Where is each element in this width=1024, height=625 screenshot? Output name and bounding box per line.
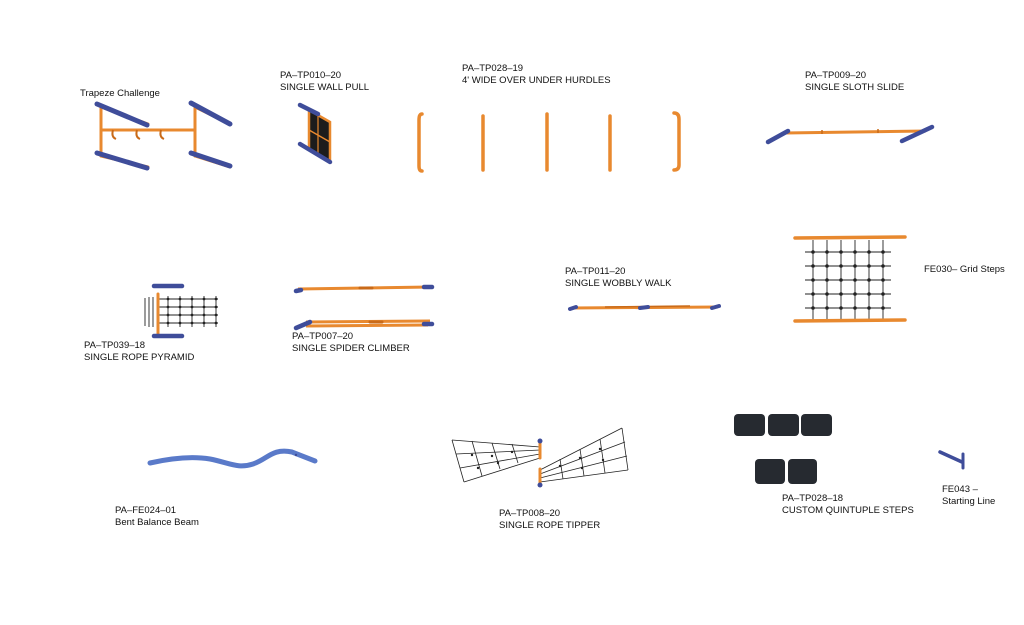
component-name: SINGLE SLOTH SLIDE <box>805 82 905 93</box>
label-grid-steps: FE030– Grid Steps <box>924 264 1005 276</box>
label-single-wobbly-walk: PA–TP011–20 SINGLE WOBBLY WALK <box>565 266 671 290</box>
component-name: 4' WIDE OVER UNDER HURDLES <box>462 75 611 86</box>
component-code: PA–TP011–20 <box>565 266 626 277</box>
custom-quintuple-steps-drawing <box>734 414 832 484</box>
component-code: PA–TP008–20 <box>499 508 561 519</box>
component-name: CUSTOM QUINTUPLE STEPS <box>782 505 914 516</box>
component-code: FE043 – <box>942 484 978 495</box>
single-rope-pyramid-drawing <box>144 283 218 339</box>
label-single-rope-pyramid: PA–TP039–18 SINGLE ROPE PYRAMID <box>84 340 194 364</box>
component-name: Starting Line <box>942 496 996 507</box>
grid-steps-drawing <box>793 235 907 323</box>
component-name: SINGLE ROPE TIPPER <box>499 520 601 531</box>
component-code: PA–FE024–01 <box>115 505 177 516</box>
trapeze-challenge-drawing <box>94 100 233 171</box>
single-sloth-slide-drawing <box>765 124 935 145</box>
component-name: Trapeze Challenge <box>80 88 160 99</box>
component-name: SINGLE ROPE PYRAMID <box>84 352 195 363</box>
label-trapeze-challenge: Trapeze Challenge <box>80 88 160 100</box>
single-rope-tipper-drawing <box>451 427 629 488</box>
component-name: SINGLE SPIDER CLIMBER <box>292 343 410 354</box>
component-code: PA–TP028–19 <box>462 63 524 74</box>
label-single-wall-pull: PA–TP010–20 SINGLE WALL PULL <box>280 70 369 94</box>
single-wobbly-walk-drawing <box>568 304 721 311</box>
component-code: PA–TP028–18 <box>782 493 844 504</box>
component-code: PA–TP009–20 <box>805 70 867 81</box>
label-custom-quintuple-steps: PA–TP028–18 CUSTOM QUINTUPLE STEPS <box>782 493 914 517</box>
component-name: Bent Balance Beam <box>115 517 199 528</box>
starting-line-drawing <box>938 450 965 470</box>
label-single-sloth-slide: PA–TP009–20 SINGLE SLOTH SLIDE <box>805 70 904 94</box>
label-starting-line: FE043 – Starting Line <box>942 484 995 508</box>
label-single-rope-tipper: PA–TP008–20 SINGLE ROPE TIPPER <box>499 508 600 532</box>
component-name: FE030– Grid Steps <box>924 264 1005 275</box>
component-code: PA–TP010–20 <box>280 70 342 81</box>
label-single-spider-climber: PA–TP007–20 SINGLE SPIDER CLIMBER <box>292 331 410 355</box>
component-name: SINGLE WOBBLY WALK <box>565 278 672 289</box>
single-spider-climber-drawing <box>293 284 435 331</box>
over-under-hurdles-drawing <box>417 111 681 173</box>
component-code: PA–TP039–18 <box>84 340 146 351</box>
component-name: SINGLE WALL PULL <box>280 82 370 93</box>
component-code: PA–TP007–20 <box>292 331 354 342</box>
single-wall-pull-drawing <box>297 102 333 165</box>
label-bent-balance-beam: PA–FE024–01 Bent Balance Beam <box>115 505 199 529</box>
bent-balance-beam-drawing <box>147 448 318 469</box>
label-over-under-hurdles: PA–TP028–19 4' WIDE OVER UNDER HURDLES <box>462 63 611 87</box>
